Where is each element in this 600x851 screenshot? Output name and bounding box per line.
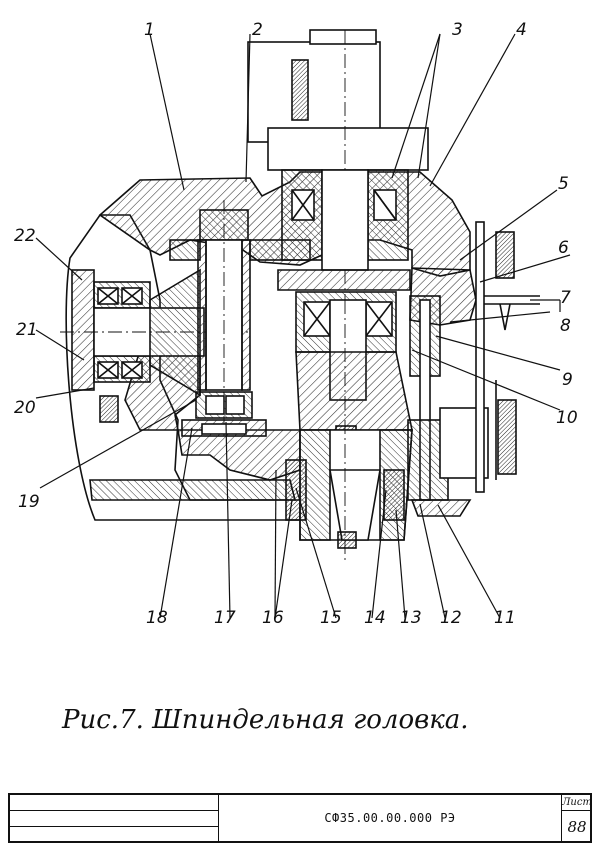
callout-21: 21	[16, 320, 38, 340]
leader-lines	[35, 33, 571, 619]
callout-12: 12	[440, 608, 462, 628]
callout-19: 19	[18, 492, 40, 512]
sheet-label: Лист	[562, 797, 592, 811]
spindle-assembly	[277, 169, 413, 560]
title-block-sheet-cell: Лист 88	[562, 795, 592, 841]
callout-22: 22	[14, 226, 36, 246]
callout-4: 4	[516, 20, 527, 40]
callout-20: 20	[14, 398, 36, 418]
callout-3: 3	[452, 20, 463, 40]
input-shaft-cartridge	[60, 268, 250, 423]
document-code: СФ35.00.00.000 РЭ	[324, 811, 456, 825]
spindle-head-section-drawing	[35, 29, 571, 619]
figure-caption: Рис.7. Шпиндельная головка.	[62, 705, 469, 735]
title-block-rule	[10, 826, 218, 827]
title-block-left-cell	[10, 795, 219, 841]
callout-10: 10	[556, 408, 578, 428]
callout-11: 11	[494, 608, 516, 628]
title-block-rule	[10, 810, 218, 811]
callout-9: 9	[562, 370, 573, 390]
callout-1: 1	[144, 20, 155, 40]
title-block: СФ35.00.00.000 РЭ Лист 88	[8, 793, 592, 843]
title-block-main-cell: СФ35.00.00.000 РЭ	[219, 795, 562, 841]
callout-6: 6	[558, 238, 569, 258]
callout-2: 2	[252, 20, 263, 40]
callout-7: 7	[560, 288, 571, 308]
callout-15: 15	[320, 608, 342, 628]
callout-8: 8	[560, 316, 571, 336]
callout-16: 16	[262, 608, 284, 628]
callout-13: 13	[400, 608, 422, 628]
callout-17: 17	[214, 608, 236, 628]
callout-14: 14	[364, 608, 386, 628]
right-mechanism	[407, 221, 540, 517]
callout-18: 18	[146, 608, 168, 628]
sheet-number: 88	[567, 818, 587, 836]
callout-5: 5	[558, 174, 569, 194]
